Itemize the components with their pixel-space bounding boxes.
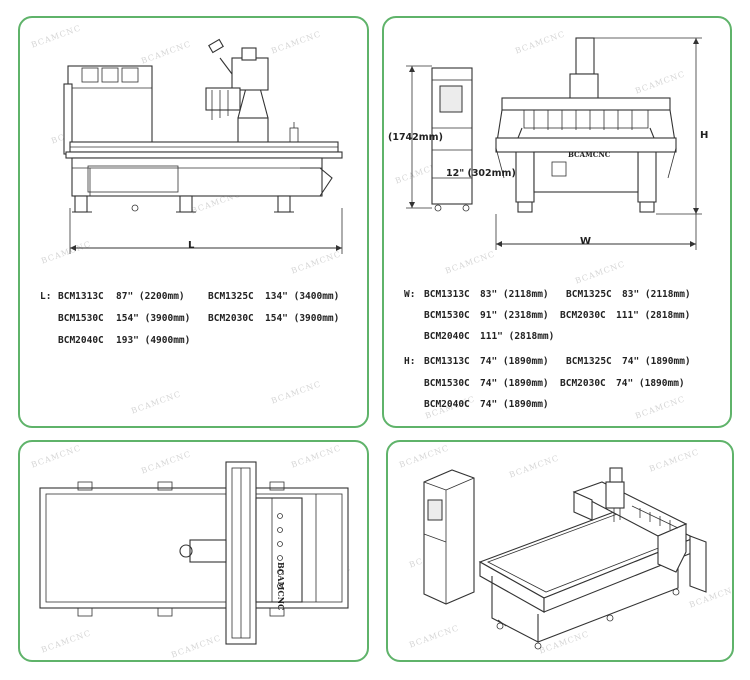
spec-model: BCM1530C: [424, 378, 470, 389]
spec-model: BCM2030C: [560, 378, 606, 389]
front-view-drawing: [63, 38, 343, 254]
spec-model: BCM1325C: [208, 291, 254, 302]
spec-value: 74" (1890mm): [480, 356, 549, 367]
panel-top-view: BCAMCNC BCAMCNC BCAMCNC BCAMCNC BCAMCNC …: [18, 440, 369, 662]
spec-value: 74" (1890mm): [480, 399, 549, 410]
w-dim-label: W: [580, 236, 592, 247]
spec-value: 154" (3900mm): [265, 313, 340, 324]
watermark: BCAMCNC: [634, 394, 687, 421]
top-view-drawing: [39, 461, 349, 645]
spec-value: 83" (2118mm): [480, 289, 549, 300]
spec-prefix-w: W:: [404, 289, 416, 300]
spec-value: 87" (2200mm): [116, 291, 185, 302]
spec-value: 74" (1890mm): [622, 356, 691, 367]
spec-value: 111" (2818mm): [480, 331, 555, 342]
watermark: BCAMCNC: [130, 389, 183, 416]
spec-value: 111" (2818mm): [616, 310, 691, 321]
machine-brand-label: BCAMCNC: [568, 150, 611, 159]
spec-model: BCM2040C: [424, 331, 470, 342]
spec-model: BCM1313C: [424, 289, 470, 300]
side-view-drawing: [406, 37, 702, 250]
dimension-label-l: L: [188, 240, 195, 251]
spec-model: BCM2030C: [208, 313, 254, 324]
spec-value: 134" (3400mm): [265, 291, 340, 302]
spec-value: 154" (3900mm): [116, 313, 191, 324]
spec-value: 193" (4900mm): [116, 335, 191, 346]
spec-model: BCM1325C: [566, 289, 612, 300]
height-dim-label: (1742mm): [388, 132, 443, 143]
depth-dim-label: 12" (302mm): [446, 168, 516, 179]
spec-prefix-l: L:: [40, 291, 52, 302]
watermark: BCAMCNC: [270, 379, 323, 406]
spec-value: 91" (2318mm): [480, 310, 549, 321]
h-dim-label: H: [700, 130, 709, 141]
panel-iso-view: BCAMCNC BCAMCNC BCAMCNC BCAMCNC BCAMCNC …: [386, 440, 734, 662]
spec-model: BCM1313C: [58, 291, 104, 302]
machine-brand-label: BCAMCNC: [276, 562, 286, 611]
spec-model: BCM2030C: [560, 310, 606, 321]
spec-model: BCM2040C: [424, 399, 470, 410]
spec-value: 83" (2118mm): [622, 289, 691, 300]
iso-view-drawing: [423, 467, 707, 650]
panel-side-view: BCAMCNC BCAMCNC BCAMCNC BCAMCNC BCAMCNC …: [382, 16, 732, 428]
spec-value: 74" (1890mm): [616, 378, 685, 389]
spec-model: BCM1313C: [424, 356, 470, 367]
spec-prefix-h: H:: [404, 356, 416, 367]
spec-model: BCM2040C: [58, 335, 104, 346]
spec-value: 74" (1890mm): [480, 378, 549, 389]
panel-front-view: BCAMCNC BCAMCNC BCAMCNC BCAMCNC BCAMCNC …: [18, 16, 369, 428]
spec-model: BCM1530C: [424, 310, 470, 321]
spec-model: BCM1325C: [566, 356, 612, 367]
spec-model: BCM1530C: [58, 313, 104, 324]
